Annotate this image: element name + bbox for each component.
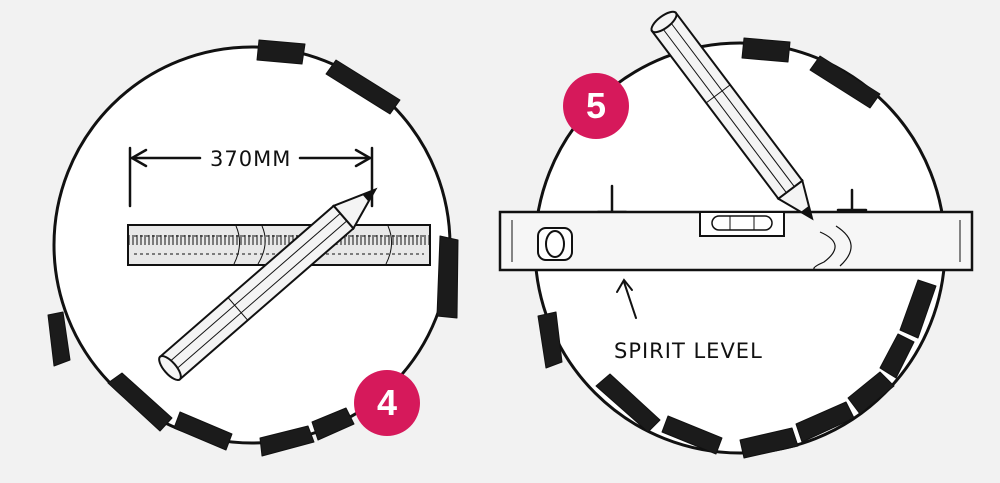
tool-label: SPIRIT LEVEL: [614, 339, 763, 363]
spirit-level-icon: [498, 210, 974, 272]
panel-step-5: SPIRIT LEVEL: [498, 10, 974, 459]
block-segments: [537, 37, 937, 459]
step-badge-5: 5: [563, 73, 629, 139]
block-segments: [47, 39, 459, 457]
measurement-label: 370MM: [210, 147, 291, 171]
pencil-icon: [650, 10, 814, 221]
panel-step-4: 370MM: [47, 39, 459, 457]
pencil-icon: [158, 187, 378, 381]
step-badge-4: 4: [354, 370, 420, 436]
pointer-arrow: [616, 278, 637, 319]
